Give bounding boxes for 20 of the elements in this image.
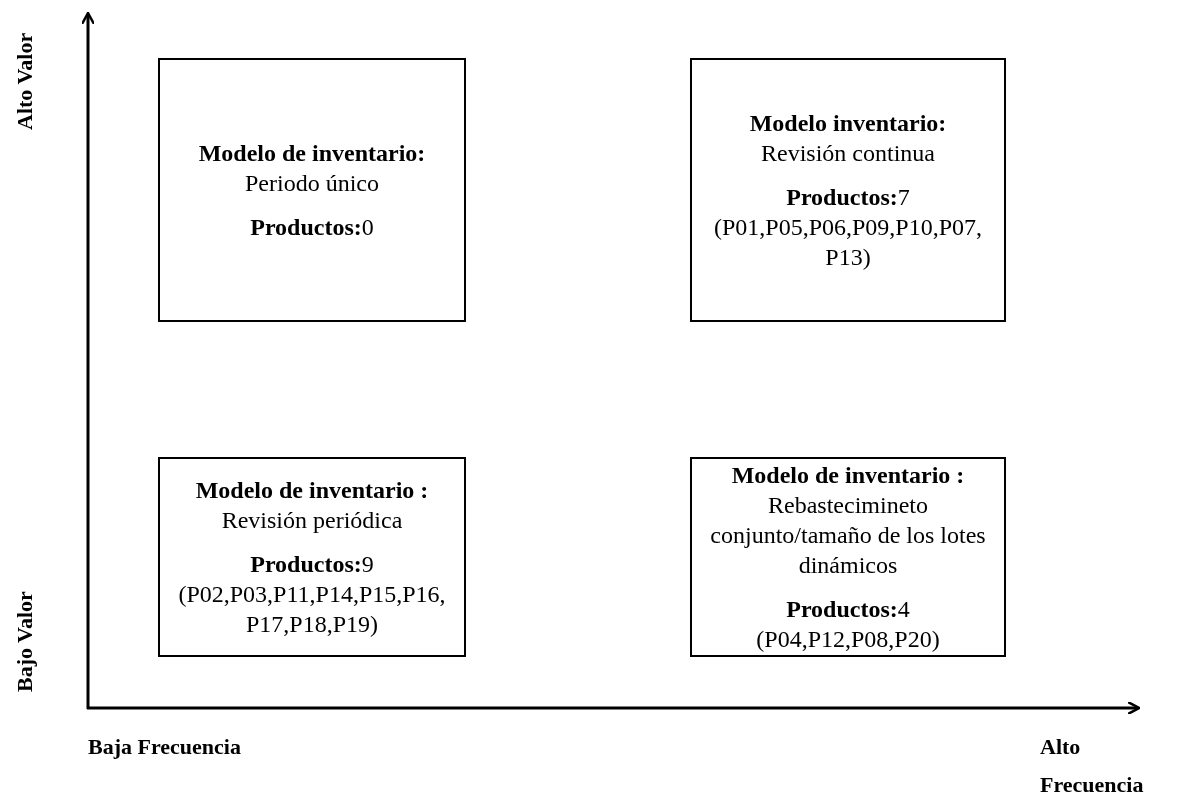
- box-heading: Modelo de inventario :: [731, 461, 965, 490]
- box-heading: Modelo de inventario:: [198, 139, 426, 168]
- box-text: Productos:0: [250, 213, 374, 242]
- axis-label: Alto Frecuencia: [1040, 733, 1145, 799]
- box-text: Periodo único: [245, 169, 379, 198]
- box-text: Rebastecimineto conjunto/tamaño de los lotes dinámicos: [709, 491, 987, 580]
- box-text: Productos:9 (P02,P03,P11,P14,P15,P16, P17,P18,P19): [177, 550, 447, 639]
- box-text: Productos:7 (P01,P05,P06,P09,P10,P07, P13): [712, 183, 984, 272]
- axis-label: Baja Frecuencia: [88, 733, 242, 761]
- quadrant-box: [690, 58, 1006, 322]
- box-text: Revisión periódica: [221, 506, 403, 535]
- box-text: Productos:4 (P04,P12,P08,P20): [755, 595, 941, 654]
- quadrant-box: [158, 457, 466, 657]
- quadrant-box: [690, 457, 1006, 657]
- box-heading: Modelo inventario:: [749, 109, 947, 138]
- box-text: Revisión continua: [761, 139, 935, 168]
- axis-label: Alto Valor: [11, 32, 38, 130]
- quadrant-box: [158, 58, 466, 322]
- box-heading: Modelo de inventario :: [195, 476, 429, 505]
- axis-label: Bajo Valor: [11, 591, 38, 692]
